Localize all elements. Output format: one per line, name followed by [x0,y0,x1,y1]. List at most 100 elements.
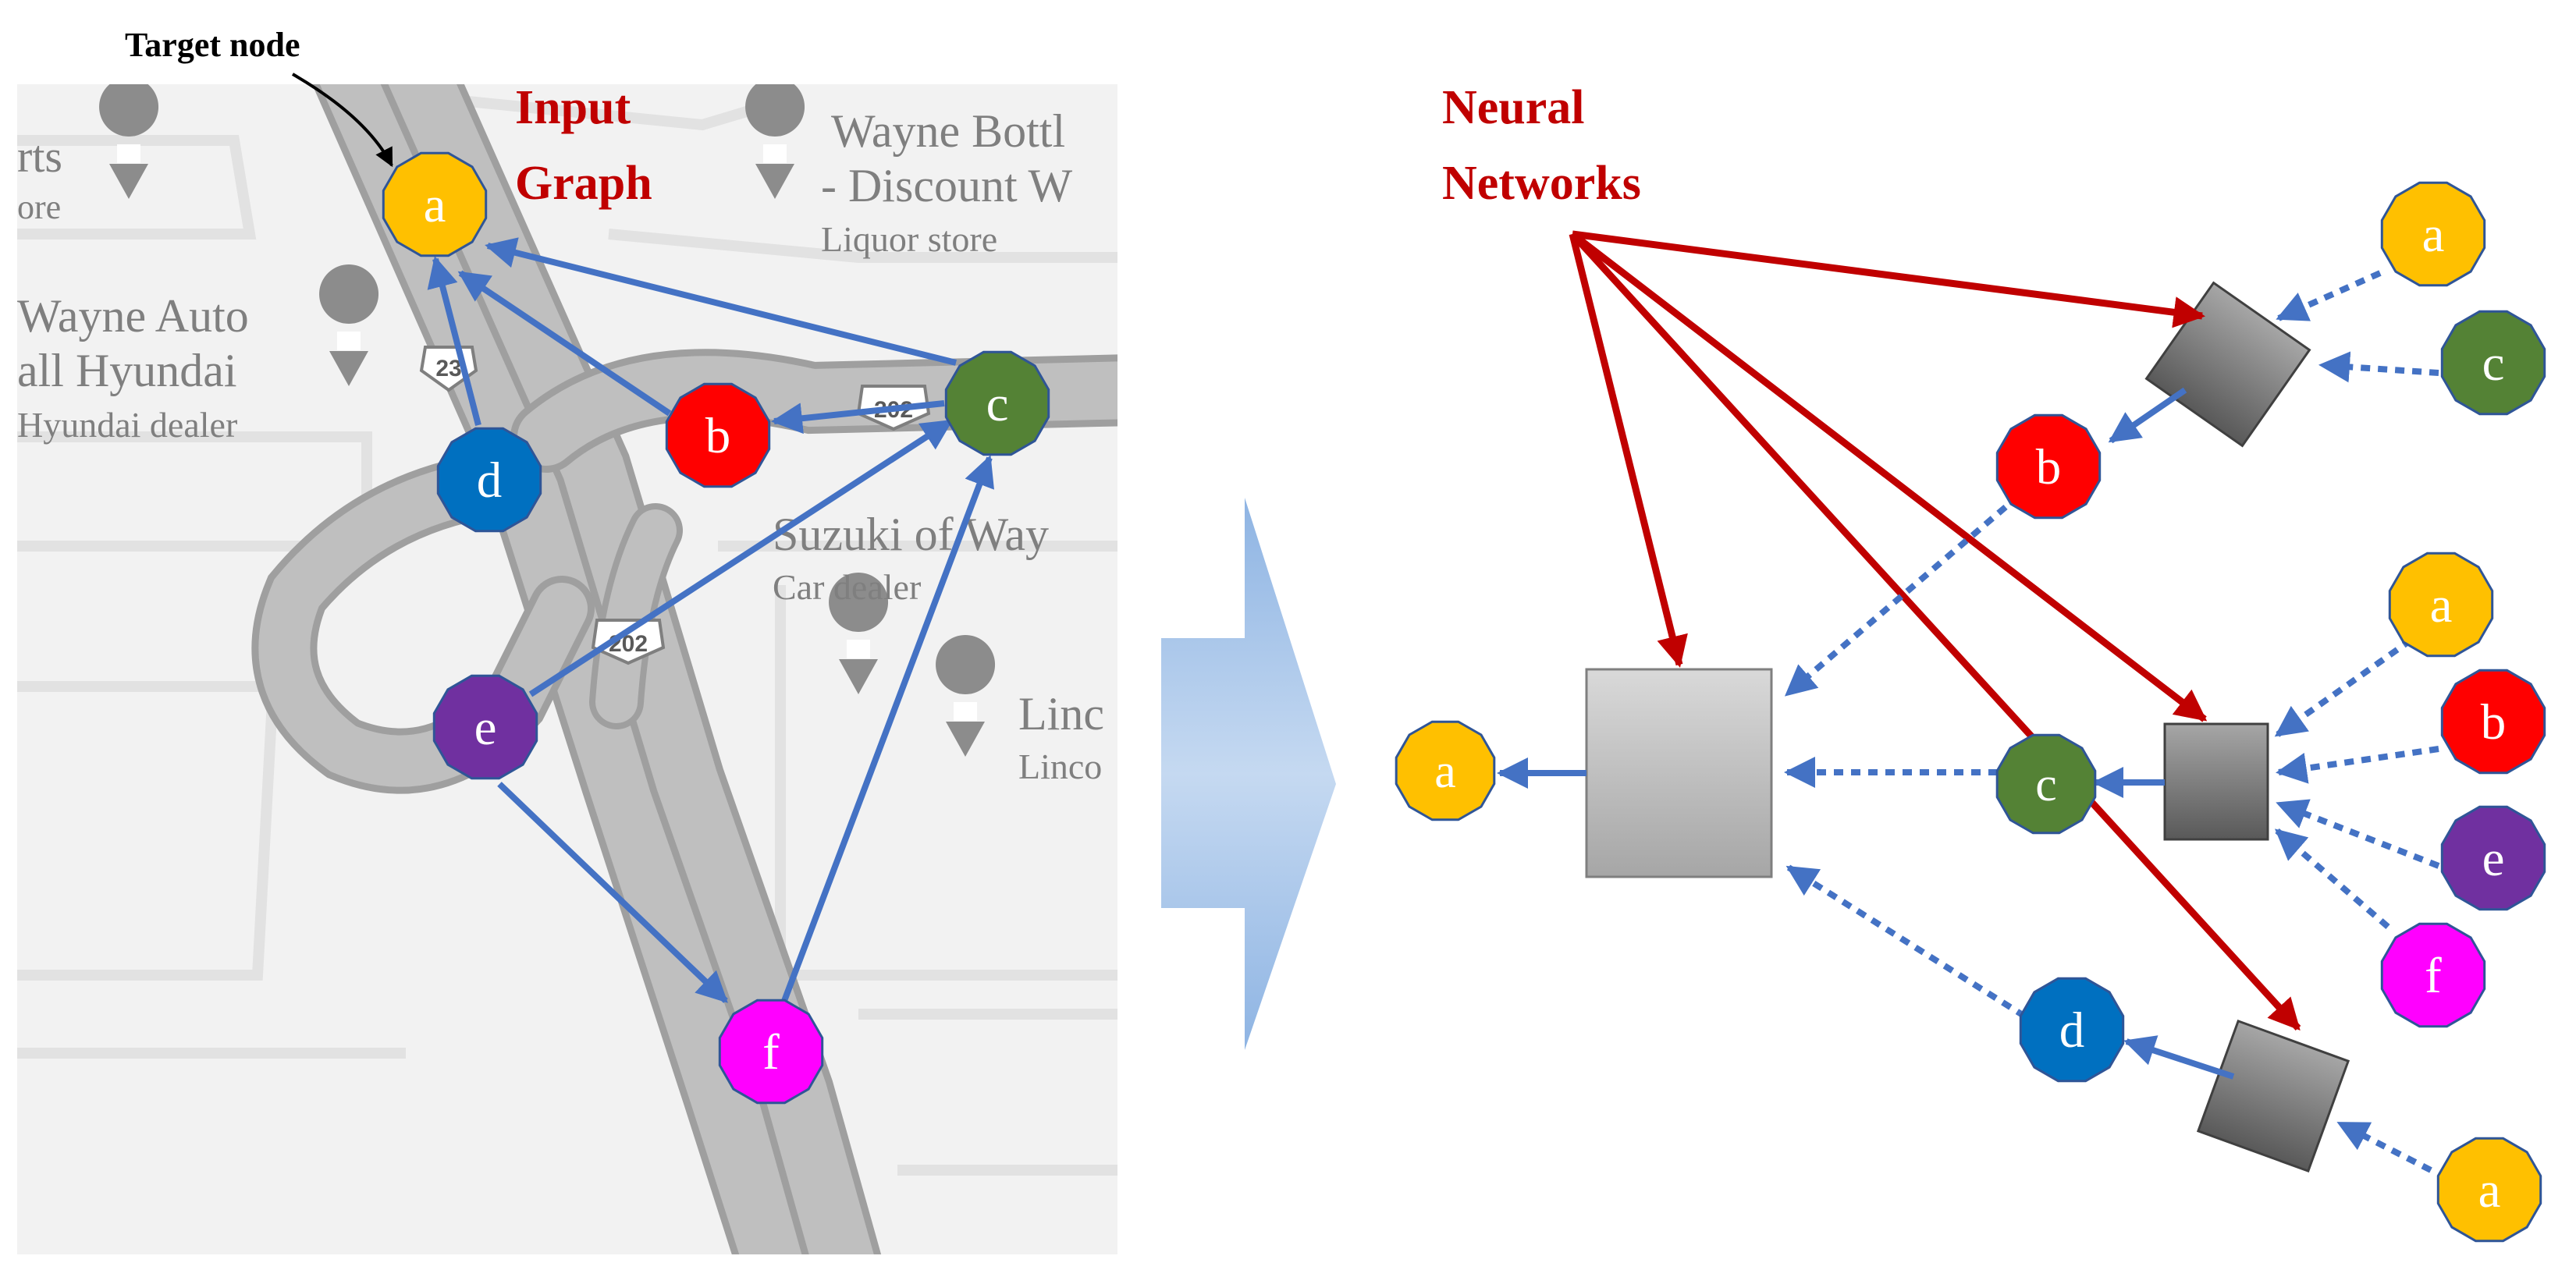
graph-node-e: e [432,674,538,780]
tree-node-l1-d-shape [2019,977,2125,1083]
aggregation-box-root [1585,668,1773,878]
tree-node-l2-a3: a [2436,1137,2542,1243]
graph-node-a-label: a [424,177,446,233]
tree-node-l2-c-label: c [2482,335,2505,392]
map-label: rts [17,131,62,182]
input-graph-title-line2: Graph [515,157,652,210]
nn-arrow-box-d [1569,231,2301,1031]
edge-e-to-c [528,418,954,697]
graph-node-c-shape [944,350,1050,456]
tree-node-l2-b-label: b [2481,694,2507,750]
edge-c-to-a [485,237,957,366]
map-label: Linco [1018,747,1102,786]
tree-node-l2-a1-shape [2380,181,2486,287]
aggregation-box-d [2196,1019,2350,1173]
map-label: Wayne Auto [17,290,249,342]
neural-networks-title-line1: Neural [1442,81,1585,134]
map-label: Car dealer [773,567,921,607]
map-label: Wayne Bottl [831,105,1065,157]
graph-node-a: a [382,151,488,257]
aggregation-box-b [2144,281,2311,448]
tree-node-l1-b-shape [1995,413,2102,520]
tree-node-l2-a2: a [2388,552,2494,658]
tree-node-l2-b: b [2440,669,2546,775]
nn-arrow-root [1569,232,1688,668]
nn-arrow-box-c [1570,231,2208,722]
tree-node-l1-b: b [1995,413,2102,520]
graph-node-b-label: b [705,408,731,464]
tree-node-l2-f-label: f [2425,948,2442,1004]
edge-c-to-b [771,400,945,435]
tree-node-l2-e-shape [2440,805,2546,911]
input-arrow-c-boxb [2318,351,2439,383]
transition-arrow [1161,498,1336,1050]
tree-node-l1-d-label: d [2059,1002,2085,1059]
map-label: - Discount W [821,160,1073,211]
edge-f-to-c [781,455,994,1002]
tree-node-l2-e: e [2440,805,2546,911]
edge-e-to-f [497,782,728,1003]
map-background: 23 202 202 rts ore Wayne Bottl - Discoun… [17,84,1117,1254]
map-label: Suzuki of Way [773,509,1049,560]
tree-node-l2-a2-shape [2388,552,2494,658]
tree-node-l2-a2-label: a [2430,577,2453,633]
input-arrow-d-root [1785,864,2027,1020]
input-arrow-b-root [1784,504,2008,697]
tree-node-l2-c-shape [2440,310,2546,416]
route-shield-label: 202 [609,631,648,657]
input-arrow-b-boxc [2276,746,2439,784]
map-label: Liquor store [821,219,997,259]
tree-node-l2-c: c [2440,310,2546,416]
tree-node-l2-b-shape [2440,669,2546,775]
nn-arrow-box-b [1572,230,2206,328]
tree-node-l2-a1-label: a [2422,207,2445,263]
graph-node-f-label: f [762,1024,780,1080]
edge-b-to-a [457,270,672,417]
graph-node-f-shape [718,999,824,1105]
tree-node-l2-e-label: e [2482,831,2505,887]
shopping-pin-icon [829,573,889,694]
output-arrow-b [2108,387,2187,444]
input-graph-edges [427,237,994,1003]
graph-node-d: d [436,427,542,533]
graph-node-b: b [665,382,771,488]
target-node-pointer-arrow [291,73,393,168]
graph-node-c-label: c [986,376,1009,432]
tree-node-root: a [1395,720,1496,821]
map-label: all Hyundai [17,345,237,396]
tree-node-root-label: a [1434,745,1456,798]
map-label: Linc [1018,688,1104,740]
graph-node-f: f [718,999,824,1105]
neural-network-arrows [1569,230,2301,1031]
shopping-pin-icon [936,635,996,757]
tree-node-l1-c-shape [1995,733,2097,835]
tree-node-root-shape [1395,720,1496,821]
graph-node-d-label: d [477,452,503,509]
tree-node-l2-a1: a [2380,181,2486,287]
tree-node-l2-a3-label: a [2478,1162,2501,1219]
output-arrow-d [2123,1035,2235,1080]
input-arrow-a-boxc [2274,637,2414,738]
output-arrows [1497,387,2235,1080]
aggregation-box-c [2163,722,2269,841]
graph-node-a-shape [382,151,488,257]
graph-node-e-shape [432,674,538,780]
route-shield-label: 23 [435,356,461,381]
tree-node-l2-f: f [2380,922,2486,1028]
tree-node-l2-a3-shape [2436,1137,2542,1243]
tree-node-l1-d: d [2019,977,2125,1083]
shopping-pin-icon [745,84,805,199]
tree-node-l1-b-label: b [2036,439,2062,495]
input-graph-title-line1: Input [515,81,631,134]
tree-node-l1-c: c [1995,733,2097,835]
target-node-label: Target node [125,26,300,64]
graph-node-b-shape [665,382,771,488]
input-graph-nodes: a b c d e f [382,151,1050,1105]
input-arrow-e-boxc [2276,799,2440,869]
neural-networks-title-line2: Networks [1442,157,1641,210]
tree-node-l2-f-shape [2380,922,2486,1028]
shopping-pin-icon [99,84,159,199]
graph-node-d-shape [436,427,542,533]
map-label: Hyundai dealer [17,405,237,445]
